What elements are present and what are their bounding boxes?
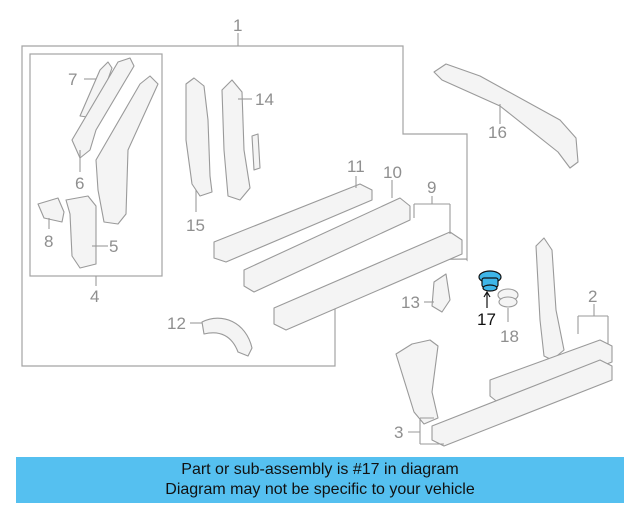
callout-1: 1	[233, 16, 242, 35]
part-18	[497, 288, 519, 308]
callout-17: 17	[477, 310, 496, 329]
part-3-sill	[431, 359, 613, 447]
part-15	[185, 77, 213, 197]
callout-10: 10	[383, 163, 402, 182]
callout-13: 13	[401, 293, 420, 312]
callout-9: 9	[427, 178, 436, 197]
callout-8: 8	[44, 232, 53, 251]
banner-line-2: Diagram may not be specific to your vehi…	[165, 481, 475, 498]
leader-3	[408, 417, 444, 445]
callout-3: 3	[394, 423, 403, 442]
part-5-base	[65, 195, 97, 269]
callout-7: 7	[68, 70, 77, 89]
leader-17	[483, 290, 491, 308]
callout-16: 16	[488, 123, 507, 142]
part-8	[37, 197, 65, 223]
part-2-sill	[489, 339, 613, 405]
callout-11: 11	[347, 157, 365, 176]
callout-14: 14	[255, 90, 274, 109]
callout-12: 12	[167, 314, 186, 333]
info-banner: Part or sub-assembly is #17 in diagram D…	[16, 457, 624, 503]
part-5-pillar	[95, 75, 159, 225]
part-16	[433, 63, 579, 169]
part-17-highlighted	[478, 270, 502, 292]
callout-18: 18	[500, 327, 519, 346]
leader-9	[413, 196, 451, 234]
part-11	[213, 183, 373, 263]
callout-5: 5	[109, 237, 118, 256]
part-13	[431, 273, 451, 313]
banner-line-1: Part or sub-assembly is #17 in diagram	[181, 461, 459, 478]
assembly-frame-1	[21, 45, 468, 367]
part-2-pillar	[535, 237, 565, 361]
callout-4: 4	[90, 287, 99, 306]
part-12	[201, 317, 253, 357]
part-14	[221, 79, 251, 201]
part-6	[71, 57, 135, 159]
part-3-pillar	[395, 339, 439, 425]
callout-2: 2	[588, 287, 597, 306]
part-10	[243, 197, 411, 293]
leader-2	[577, 304, 609, 344]
callout-15: 15	[186, 216, 205, 235]
part-14-strip	[251, 133, 261, 171]
callout-6: 6	[75, 174, 84, 193]
